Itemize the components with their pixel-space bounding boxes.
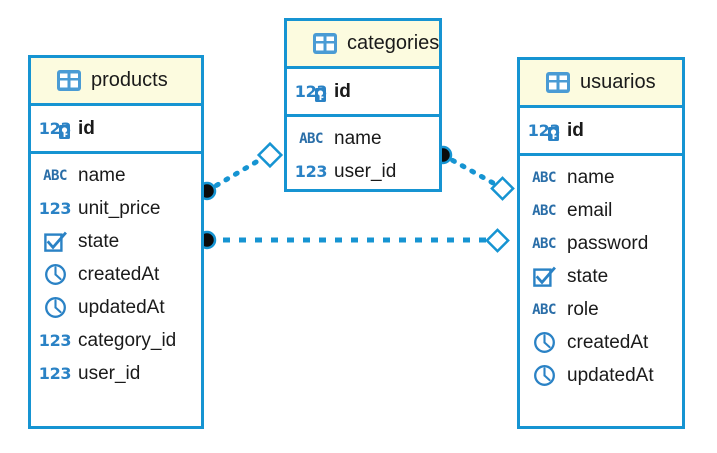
field-row-name[interactable]: ABC name: [31, 159, 201, 192]
checkbox-icon: [40, 229, 70, 255]
field-section: ABC name 123 user_id: [287, 117, 439, 195]
field-label: name: [334, 127, 382, 149]
field-label: updatedAt: [78, 296, 165, 318]
hollow-diamond-marker: [256, 141, 284, 169]
number-icon: 123: [38, 198, 72, 218]
field-label: id: [78, 117, 95, 139]
abc-icon: ABC: [43, 167, 67, 184]
entity-title: usuarios: [580, 71, 656, 93]
field-row-state[interactable]: state: [31, 225, 201, 258]
number-key-icon: 123: [294, 81, 328, 102]
field-label: password: [567, 232, 649, 254]
field-row-id[interactable]: 123 id: [287, 75, 439, 108]
clock-icon: [529, 363, 559, 389]
entity-header-categories: categories: [287, 21, 439, 69]
field-section: ABC name 123 unit_price state: [31, 154, 201, 397]
field-row-name[interactable]: ABC name: [287, 122, 439, 155]
abc-icon: ABC: [532, 169, 556, 186]
field-label: user_id: [334, 160, 397, 182]
entity-title: categories: [347, 32, 440, 54]
field-label: updatedAt: [567, 364, 654, 386]
field-row-updatedat[interactable]: updatedAt: [520, 359, 682, 392]
field-row-state[interactable]: state: [520, 260, 682, 293]
field-label: role: [567, 298, 599, 320]
relationship-products-usuarios[interactable]: [197, 228, 510, 253]
field-label: state: [567, 265, 609, 287]
field-row-name[interactable]: ABC name: [520, 161, 682, 194]
abc-icon: ABC: [532, 202, 556, 219]
relationship-products-categories[interactable]: [197, 141, 284, 201]
field-label: category_id: [78, 329, 177, 351]
number-icon: 123: [38, 330, 72, 350]
relationship-line: [204, 152, 271, 194]
field-section: ABC name ABC email ABC password: [520, 156, 682, 399]
field-label: id: [567, 119, 584, 141]
hollow-diamond-marker: [490, 176, 515, 201]
number-icon: 123: [294, 161, 328, 181]
field-row-createdat[interactable]: createdAt: [31, 258, 201, 291]
field-label: user_id: [78, 362, 141, 384]
field-label: createdAt: [78, 263, 160, 285]
field-label: unit_price: [78, 197, 161, 219]
field-row-email[interactable]: ABC email: [520, 194, 682, 227]
clock-icon: [529, 330, 559, 356]
field-row-id[interactable]: 123 id: [31, 112, 201, 145]
field-row-id[interactable]: 123 id: [520, 114, 682, 147]
table-icon: [546, 72, 570, 93]
number-icon: 123: [38, 363, 72, 383]
entity-header-products: products: [31, 58, 201, 106]
field-row-category-id[interactable]: 123 category_id: [31, 324, 201, 357]
entity-header-usuarios: usuarios: [520, 60, 682, 108]
field-label: id: [334, 80, 351, 102]
field-label: email: [567, 199, 613, 221]
field-row-createdat[interactable]: createdAt: [520, 326, 682, 359]
entity-title: products: [91, 69, 168, 91]
field-row-password[interactable]: ABC password: [520, 227, 682, 260]
table-icon: [313, 33, 337, 54]
abc-icon: ABC: [532, 301, 556, 318]
abc-icon: ABC: [532, 235, 556, 252]
primary-key-section: 123 id: [520, 108, 682, 156]
abc-icon: ABC: [299, 130, 323, 147]
field-label: state: [78, 230, 120, 252]
number-key-icon: 123: [38, 118, 72, 139]
hollow-diamond-marker: [485, 228, 510, 253]
relationship-categories-usuarios[interactable]: [433, 145, 515, 201]
entity-table-products[interactable]: products 123 id: [28, 55, 204, 429]
field-row-unit-price[interactable]: 123 unit_price: [31, 192, 201, 225]
field-row-user-id[interactable]: 123 user_id: [31, 357, 201, 390]
entity-table-categories[interactable]: categories 123 id: [284, 18, 442, 192]
primary-key-section: 123 id: [287, 69, 439, 117]
checkbox-icon: [529, 264, 559, 290]
number-key-icon: 123: [527, 120, 561, 141]
clock-icon: [40, 295, 70, 321]
field-label: name: [567, 166, 615, 188]
field-label: name: [78, 164, 126, 186]
primary-key-section: 123 id: [31, 106, 201, 154]
field-row-updatedat[interactable]: updatedAt: [31, 291, 201, 324]
relationship-line: [440, 152, 505, 191]
clock-icon: [40, 262, 70, 288]
entity-table-usuarios[interactable]: usuarios 123 id: [517, 57, 685, 429]
field-label: createdAt: [567, 331, 649, 353]
field-row-role[interactable]: ABC role: [520, 293, 682, 326]
table-icon: [57, 70, 81, 91]
field-row-user-id[interactable]: 123 user_id: [287, 155, 439, 188]
